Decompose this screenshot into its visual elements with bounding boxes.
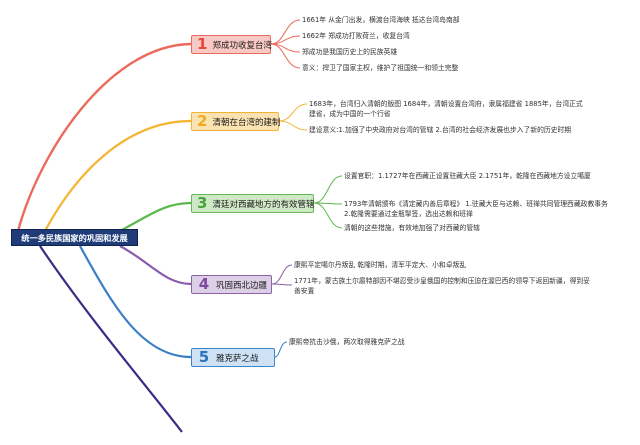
connector-branch-2 <box>44 119 192 232</box>
connector-branch-4 <box>119 245 192 286</box>
branch-5-number: 5 <box>198 348 210 366</box>
branch-2-leaf-2[interactable]: 建设意义:1.加强了中央政府对台湾的管辖 2.台湾的社会经济发展也步入了新的历史… <box>309 126 572 134</box>
branch-4-label: 巩固西北边疆 <box>216 280 268 291</box>
branch-1-label: 郑成功收复台湾 <box>212 40 272 51</box>
connector-branch-1 <box>16 42 192 232</box>
branch-4-leaf-2[interactable]: 1771年，蒙古族土尔扈特部因不堪忍受沙皇俄国的控制和压迫在渥巴西的领导下返回新… <box>294 277 590 295</box>
branch-2-leaf-1[interactable]: 1683年，台湾归入清朝的版图 1684年，清朝设置台湾府，隶属福建省 1885… <box>309 100 583 118</box>
branch-4-leaf-1[interactable]: 康熙平定噶尔丹叛乱 乾隆时期，清军平定大、小和卓叛乱 <box>294 261 467 269</box>
branch-1-leaf-3[interactable]: 郑成功是我国历史上的民族英雄 <box>302 48 398 56</box>
branch-4-number: 4 <box>198 275 210 293</box>
branch-3-label: 清廷对西藏地方的有效管辖 <box>212 199 315 210</box>
branch-5-label: 雅克萨之战 <box>216 353 259 364</box>
branch-3-number: 3 <box>197 194 208 212</box>
branch-1-number: 1 <box>197 35 208 53</box>
connector-extra-purple <box>39 245 183 433</box>
connector-branch-3 <box>119 201 192 232</box>
branch-1-leaf-4[interactable]: 意义：捍卫了国家主权，维护了祖国统一和领土完整 <box>302 64 459 72</box>
branch-1-leaf-2[interactable]: 1662年 郑成功打败荷兰，收复台湾 <box>302 32 410 40</box>
branch-3-leaf-3[interactable]: 清朝的这些措施，有效地加强了对西藏的管辖 <box>344 224 480 232</box>
branch-2-topic[interactable]: 2 清朝在台湾的建制 <box>191 112 281 131</box>
branch-5-leaf-1[interactable]: 康熙帝抗击沙俄，两次取得雅克萨之战 <box>289 338 405 346</box>
connector-branch-5 <box>79 245 192 359</box>
branch-1-topic[interactable]: 1 郑成功收复台湾 <box>191 35 272 54</box>
root-topic[interactable]: 统一多民族国家的巩固和发展 <box>11 229 138 246</box>
branch-1-leaf-1[interactable]: 1661年 从金门出发，横渡台湾海峡 抵达台湾岛南部 <box>302 16 460 24</box>
branch-2-number: 2 <box>197 112 208 130</box>
branch-4-topic[interactable]: 4 巩固西北边疆 <box>191 275 272 294</box>
branch-3-leaf-1[interactable]: 设置官职：1.1727年在西藏正设置驻藏大臣 2.1751年，乾隆在西藏地方设立… <box>344 172 591 180</box>
branch-2-label: 清朝在台湾的建制 <box>212 117 281 128</box>
branch-3-leaf-2[interactable]: 1793年清朝颁布《清定藏内善后章程》 1.驻藏大臣与达赖、班禅共同管理西藏政教… <box>344 200 608 218</box>
branch-5-topic[interactable]: 5 雅克萨之战 <box>191 348 275 367</box>
branch-3-topic[interactable]: 3 清廷对西藏地方的有效管辖 <box>191 194 314 213</box>
